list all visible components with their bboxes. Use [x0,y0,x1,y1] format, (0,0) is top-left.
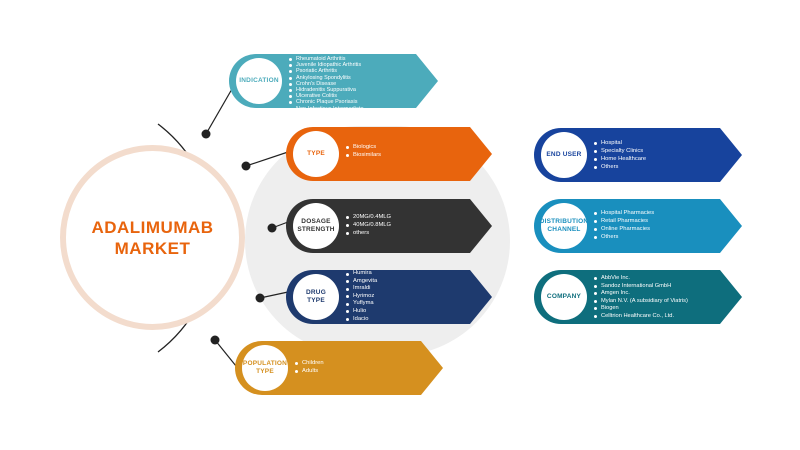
segment-label: TYPE [307,150,325,157]
segment-arrow-shape [229,54,438,108]
segment-item: Juvenile Idiopathic Arthritis [289,62,364,68]
segment-item: Yuflyma [346,300,377,308]
segment-item: Biosimilars [346,151,381,159]
segment-badge: DISTRIBUTION CHANNEL [539,203,589,249]
segment-item: Celltrion Healthcare Co., Ltd. [594,313,688,321]
segment-label: INDICATION [239,77,279,84]
segment-arrow-shape [286,270,492,324]
market-center-circle: ADALIMUMAB MARKET [60,145,245,330]
segment-label: POPULATION TYPE [242,360,288,375]
segment-badge: COMPANY [541,274,587,320]
segment-item: Idacio [346,316,377,324]
segment-item: AbbVie Inc. [594,275,688,283]
segment-item: Ulcerative Colitis [289,93,364,99]
segment-item: Hidradenitis Suppurativa [289,87,364,93]
segment-arrow-shape [235,341,443,395]
connector-dot [255,293,265,303]
segment-item: Home Healthcare [594,155,646,163]
segment-item: Rheumatoid Arthritis [289,56,364,62]
segment-item: Others [289,112,364,118]
segment-badge: END USER [541,132,587,178]
segment-item: Crohn's Disease [289,81,364,87]
segment-item: Adults [295,367,324,375]
segment-arrow-shape [534,270,742,324]
segment-item: Psoriatic Arthritis [289,68,364,74]
segment-item: Humira [346,270,377,278]
segment-item: Children [295,359,324,367]
segment-item: Chronic Plaque Psoriasis [289,99,364,105]
segment-item: Hulio [346,308,377,316]
segment-item: Others [594,163,646,171]
segment-item: Online Pharmacies [594,225,654,233]
segment-arrow-shape [534,199,742,253]
segment-arrow-shape [286,199,492,253]
segment-item: Specialty Clinics [594,147,646,155]
connector-dot [267,223,277,233]
segment-badge: INDICATION [236,58,282,104]
segment-item: 20MG/0.4MLG [346,213,391,221]
connector-dot [201,129,211,139]
connector-type [245,151,289,167]
segment-item: Retail Pharmacies [594,217,654,225]
segment-item: Others [594,233,654,241]
segment-label: END USER [546,151,582,158]
segment-item: Hyrimoz [346,293,377,301]
segment-distribution-channel: DISTRIBUTION CHANNEL Hospital Pharmacies… [534,199,742,253]
segment-item: Hospital [594,139,646,147]
segment-item: Sandoz International GmbH [594,283,688,291]
segment-label: DRUG TYPE [306,289,326,304]
segment-arrow-shape [534,128,742,182]
segment-badge: DRUG TYPE [293,274,339,320]
segment-item: Non-Infectious Intermediate [289,106,364,112]
segment-item: Ankylosing Spondylitis [289,75,364,81]
segment-item: Amgevita [346,278,377,286]
segment-item: Mylan N.V. (A subsidiary of Viatris) [594,298,688,306]
segment-item: Amgen Inc. [594,290,688,298]
segment-badge: POPULATION TYPE [242,345,288,391]
segment-label: DISTRIBUTION CHANNEL [539,218,589,233]
segment-item: 40MG/0.8MLG [346,221,391,229]
segment-arrow-shape [286,127,492,181]
segment-label: COMPANY [546,293,582,300]
market-title: ADALIMUMAB MARKET [91,217,214,258]
segment-badge: DOSAGE STRENGTH [293,203,339,249]
segment-item: others [346,229,391,237]
segment-label: DOSAGE STRENGTH [297,218,335,233]
segment-item: Hospital Pharmacies [594,209,654,217]
segment-item: Biogen [594,305,688,313]
connector-drug-type [259,291,289,299]
segment-item: Biologics [346,143,381,151]
segment-item: Imraldi [346,285,377,293]
connector-dot [241,161,251,171]
segment-badge: TYPE [293,131,339,177]
connector-dot [210,335,220,345]
connector-population [214,339,237,367]
segment-company: COMPANY AbbVie Inc.Sandoz International … [534,270,742,324]
